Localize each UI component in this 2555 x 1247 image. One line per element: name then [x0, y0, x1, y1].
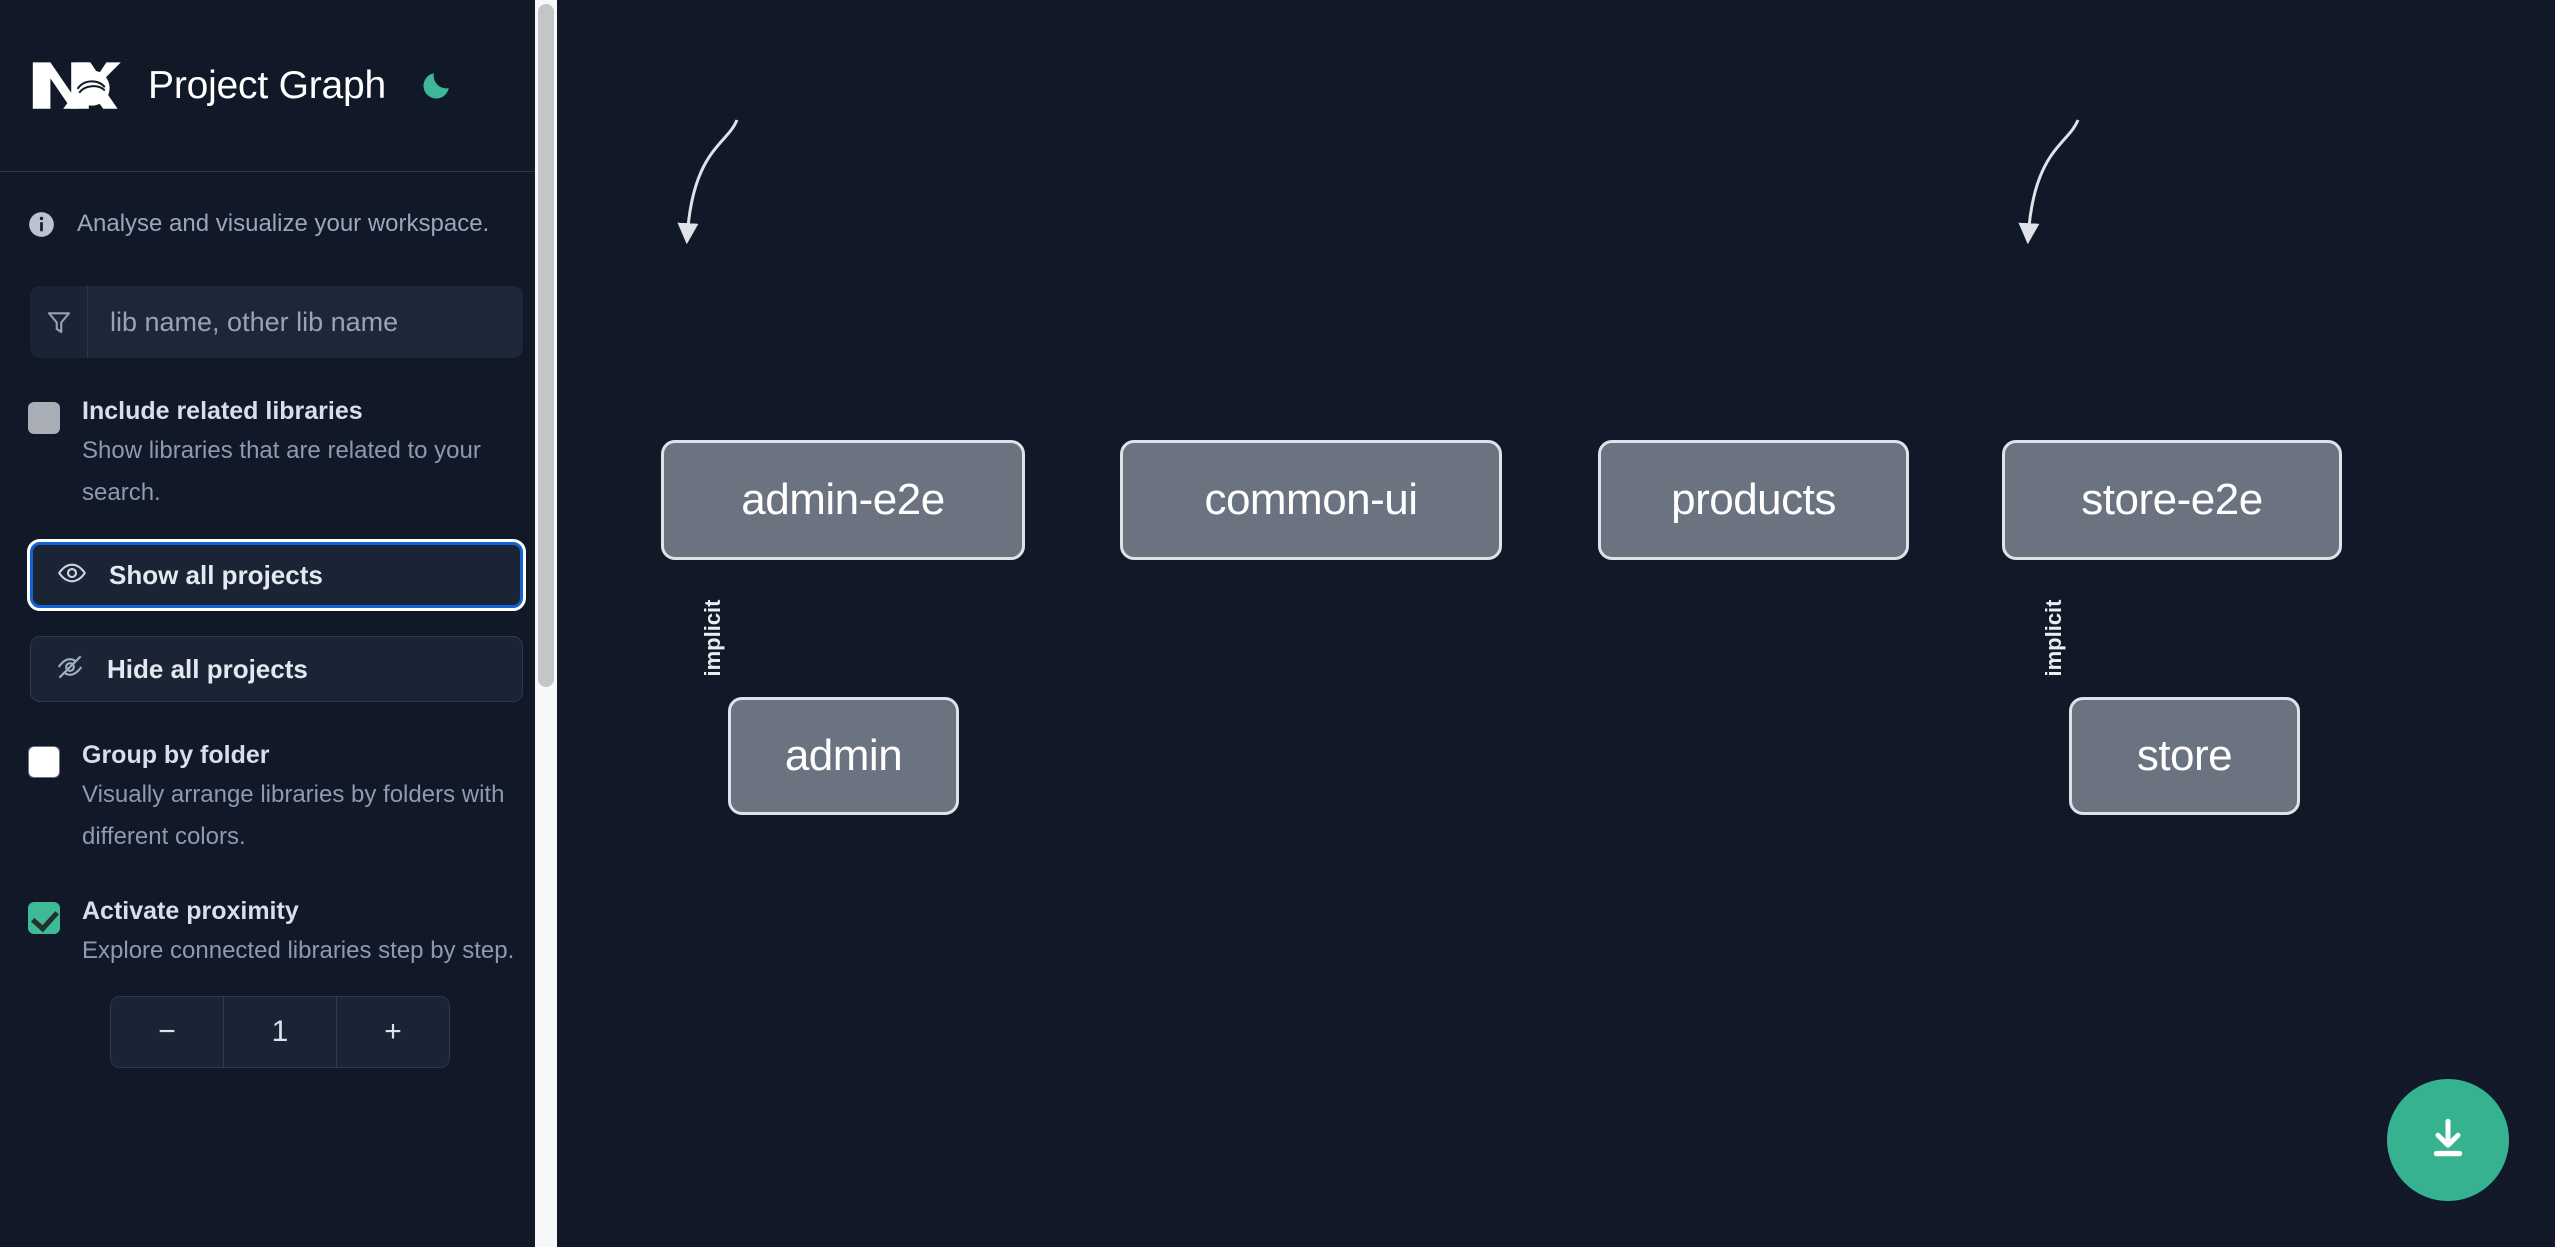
eye-icon — [57, 558, 87, 593]
checkbox-include-related-libraries[interactable] — [28, 402, 60, 434]
checkbox-group-by-folder[interactable] — [28, 746, 60, 778]
sidebar-scrollbar[interactable] — [535, 0, 557, 1247]
page-title: Project Graph — [148, 63, 387, 107]
sidebar-header: Project Graph — [0, 0, 557, 172]
hide-all-projects-button[interactable]: Hide all projects — [30, 636, 523, 702]
search-input[interactable] — [88, 286, 523, 358]
nx-logo-icon — [28, 56, 124, 116]
graph-node-store[interactable]: store — [2069, 697, 2300, 815]
option-group-by-folder[interactable]: Group by folder Visually arrange librari… — [0, 740, 557, 858]
download-graph-button[interactable] — [2387, 1079, 2509, 1201]
proximity-stepper: − 1 + — [110, 996, 450, 1068]
proximity-decrement-button[interactable]: − — [111, 997, 224, 1067]
option-include-related-libraries[interactable]: Include related libraries Show libraries… — [0, 396, 557, 514]
hide-all-projects-label: Hide all projects — [107, 653, 308, 684]
option-description: Explore connected libraries step by step… — [82, 937, 515, 964]
filter-icon — [30, 286, 88, 358]
option-label: Group by folder — [82, 741, 270, 769]
graph-node-store-e2e[interactable]: store-e2e — [2002, 440, 2342, 560]
graph-node-admin-e2e[interactable]: admin-e2e — [661, 440, 1025, 560]
graph-node-products[interactable]: products — [1598, 440, 1909, 560]
show-all-projects-label: Show all projects — [109, 559, 323, 590]
tagline-text: Analyse and visualize your workspace. — [77, 210, 490, 237]
sidebar: Project Graph Analyse and visualize your… — [0, 0, 557, 1247]
graph-edges — [677, 119, 2080, 245]
proximity-value: 1 — [271, 1015, 289, 1048]
node-label: store — [2136, 731, 2233, 780]
show-all-projects-button[interactable]: Show all projects — [27, 539, 526, 611]
proximity-increment-button[interactable]: + — [336, 997, 449, 1067]
graph-canvas[interactable]: admin-e2e common-ui products store-e2e a… — [557, 0, 2555, 1247]
node-label: admin — [784, 731, 903, 780]
checkbox-activate-proximity[interactable] — [28, 902, 60, 934]
eye-off-icon — [55, 652, 85, 687]
sidebar-content: Project Graph Analyse and visualize your… — [0, 0, 557, 1247]
moon-icon[interactable] — [414, 64, 458, 108]
option-description: Visually arrange libraries by folders wi… — [82, 781, 505, 850]
option-activate-proximity[interactable]: Activate proximity Explore connected lib… — [0, 896, 557, 972]
node-label: common-ui — [1204, 475, 1418, 524]
download-icon — [2423, 1114, 2473, 1167]
graph-node-admin[interactable]: admin — [728, 697, 959, 815]
node-label: admin-e2e — [741, 475, 945, 524]
node-label: products — [1671, 475, 1836, 524]
sidebar-scrollbar-thumb[interactable] — [538, 4, 554, 687]
workspace-tagline: Analyse and visualize your workspace. — [0, 172, 557, 238]
option-label: Include related libraries — [82, 397, 363, 425]
graph-node-common-ui[interactable]: common-ui — [1120, 440, 1502, 560]
info-icon — [28, 211, 55, 238]
search-field-wrapper — [30, 286, 523, 358]
node-label: store-e2e — [2081, 475, 2263, 524]
option-description: Show libraries that are related to your … — [82, 437, 481, 506]
option-label: Activate proximity — [82, 897, 299, 925]
